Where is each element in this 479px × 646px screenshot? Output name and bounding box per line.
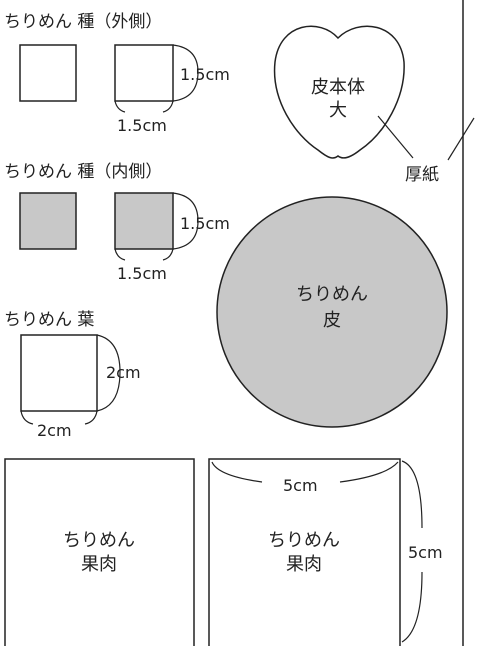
leaf-group: ちりめん 葉 2cm 2cm [4, 310, 141, 440]
flesh-right-line2: 果肉 [286, 554, 322, 575]
leaf-height: 2cm [106, 363, 141, 382]
flesh-right-line1: ちりめん [268, 530, 340, 551]
apple-shape-line2: 大 [329, 100, 347, 121]
seed-outer-height: 1.5cm [180, 65, 230, 84]
leaf-square [20, 334, 98, 412]
seed-outer-height-brace [172, 44, 199, 102]
seed-outer-square-small [19, 44, 77, 102]
seed-outer-width-brace [114, 100, 174, 113]
flesh-right-height: 5cm [408, 543, 443, 562]
apple-shape-group: 皮本体 大 厚紙 [273, 25, 475, 185]
seed-outer-label: ちりめん 種（外側） [4, 12, 162, 32]
cardboard-leader-line-1 [377, 115, 414, 159]
seed-outer-square [114, 44, 174, 102]
skin-circle-line2: 皮 [323, 310, 341, 331]
seed-inner-label: ちりめん 種（内側） [4, 162, 162, 182]
seed-inner-height-brace [172, 192, 199, 250]
leaf-label: ちりめん 葉 [4, 310, 94, 330]
seed-inner-square-small [19, 192, 77, 250]
skin-circle-line1: ちりめん [296, 284, 368, 305]
flesh-left-line2: 果肉 [81, 554, 117, 575]
seed-inner-square [114, 192, 174, 250]
apple-shape-outline [273, 25, 405, 159]
apple-shape-line1: 皮本体 [311, 77, 365, 98]
flesh-right-width: 5cm [283, 476, 318, 495]
flesh-left-group: ちりめん 果肉 [4, 458, 195, 646]
cardboard-label: 厚紙 [405, 165, 439, 185]
flesh-right-width-brace [211, 461, 399, 483]
flesh-right-height-brace [401, 460, 423, 643]
leaf-width-brace [20, 410, 98, 425]
flesh-left-line1: ちりめん [63, 530, 135, 551]
cardboard-leader-line-2 [447, 117, 475, 161]
seed-inner-height: 1.5cm [180, 214, 230, 233]
seed-inner-group: ちりめん 種（内側） 1.5cm 1.5cm [4, 162, 230, 283]
flesh-right-group: 5cm 5cm ちりめん 果肉 [208, 458, 443, 646]
skin-circle [216, 196, 448, 428]
leaf-height-brace [96, 334, 121, 412]
flesh-left-outline [4, 458, 195, 646]
flesh-right-outline [208, 458, 401, 646]
leaf-width: 2cm [37, 421, 72, 440]
seed-inner-width: 1.5cm [117, 264, 167, 283]
seed-outer-group: ちりめん 種（外側） 1.5cm 1.5cm [4, 12, 230, 135]
skin-circle-group: ちりめん 皮 [216, 196, 448, 428]
seed-outer-width: 1.5cm [117, 116, 167, 135]
seed-inner-width-brace [114, 248, 174, 261]
